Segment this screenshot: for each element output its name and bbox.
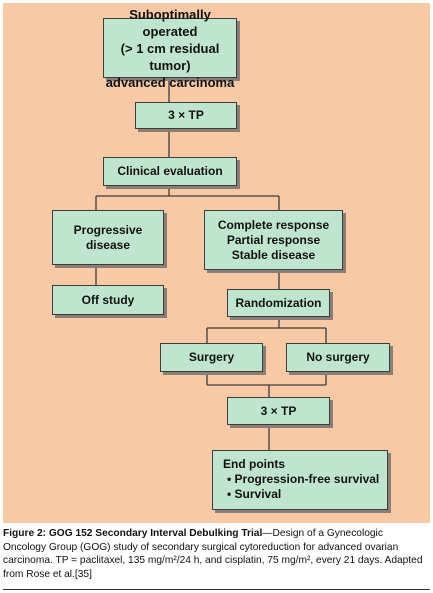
box-surgery: Surgery <box>160 343 263 372</box>
figure-caption: Figure 2: GOG 152 Secondary Interval Deb… <box>3 527 427 581</box>
response-line-3: Stable disease <box>231 247 316 262</box>
box-3xtp-first: 3 × TP <box>135 102 237 129</box>
box-off-study: Off study <box>52 285 164 315</box>
flow-connectors <box>95 81 327 450</box>
box-no-surgery: No surgery <box>286 343 390 372</box>
caption-text: —Design of a Gynecologic Oncology Group … <box>3 528 423 580</box>
tp1-label: 3 × TP <box>168 108 204 122</box>
start-line-1: Suboptimally operated <box>129 6 211 39</box>
start-line-2: (> 1 cm residual tumor) <box>120 40 220 73</box>
connector-clinical-branch <box>95 186 280 210</box>
box-suboptimal-carcinoma: Suboptimally operated (> 1 cm residual t… <box>103 7 237 90</box>
endpoints-title: End points <box>223 457 285 471</box>
random-label: Randomization <box>235 295 322 310</box>
clinical-label: Clinical evaluation <box>117 164 223 178</box>
box-end-points: End points • Progression-free survival •… <box>212 450 388 510</box>
progressive-line-2: disease <box>85 237 131 252</box>
connector-arms-merge <box>206 372 327 397</box>
offstudy-label: Off study <box>81 292 135 307</box>
response-line-1: Complete response <box>217 217 330 232</box>
tp2-label: 3 × TP <box>260 403 297 418</box>
endpoint-pfs: • Progression-free survival <box>227 472 380 486</box>
start-line-3: advanced carcinoma <box>105 74 235 90</box>
caption-label: Figure 2: GOG 152 Secondary Interval Deb… <box>3 528 263 539</box>
box-randomization: Randomization <box>227 289 330 317</box>
caption-rule <box>3 589 430 590</box>
nosurgery-label: No surgery <box>306 350 370 364</box>
surgery-label: Surgery <box>188 350 235 364</box>
box-clinical-evaluation: Clinical evaluation <box>103 157 237 186</box>
box-progressive-disease: Progressive disease <box>52 210 164 265</box>
endpoint-survival: • Survival <box>227 487 282 501</box>
progressive-line-1: Progressive <box>73 222 143 237</box>
box-3xtp-second: 3 × TP <box>227 397 330 425</box>
box-response-stable: Complete response Partial response Stabl… <box>204 210 343 270</box>
connector-random-branch <box>206 317 327 343</box>
response-line-2: Partial response <box>226 232 321 247</box>
